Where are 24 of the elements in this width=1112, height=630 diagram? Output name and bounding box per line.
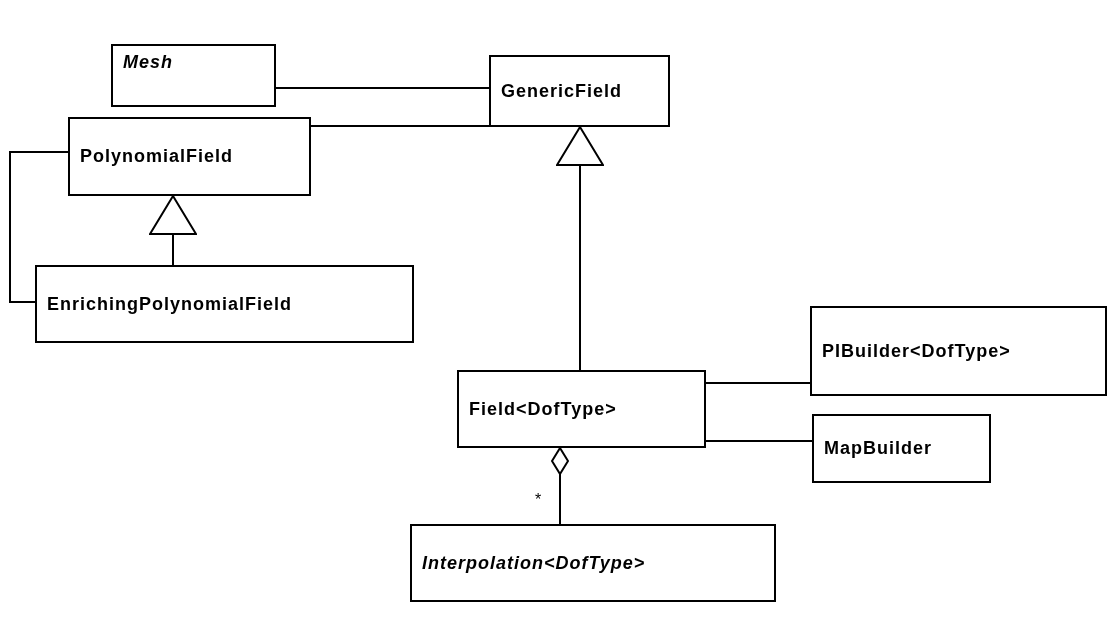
class-box: [812, 414, 991, 483]
association-line: [705, 382, 811, 384]
class-box: [68, 117, 311, 196]
class-name: GenericField: [501, 80, 623, 102]
inheritance-arrow: [149, 195, 197, 266]
class-box: [35, 265, 414, 343]
class-box: [111, 44, 276, 107]
class-name: MapBuilder: [824, 438, 932, 459]
class-box: [410, 524, 776, 602]
class-box: [489, 55, 670, 127]
class-box: [810, 306, 1107, 396]
class-name: EnrichingPolynomialField: [47, 293, 293, 315]
class-name: PolynomialField: [80, 146, 234, 167]
class-name: Interpolation<DofType>: [422, 552, 646, 574]
class-name: Mesh: [123, 52, 173, 73]
association-line: [310, 125, 490, 127]
class-name: Field<DofType>: [469, 398, 617, 420]
class-box: [457, 370, 706, 448]
association-line: [275, 87, 490, 89]
class-name: PIBuilder<DofType>: [822, 340, 1011, 362]
inheritance-arrow: [556, 126, 604, 371]
aggregation-line: [551, 447, 569, 525]
association-line: [705, 440, 813, 442]
association-line: [9, 151, 69, 303]
